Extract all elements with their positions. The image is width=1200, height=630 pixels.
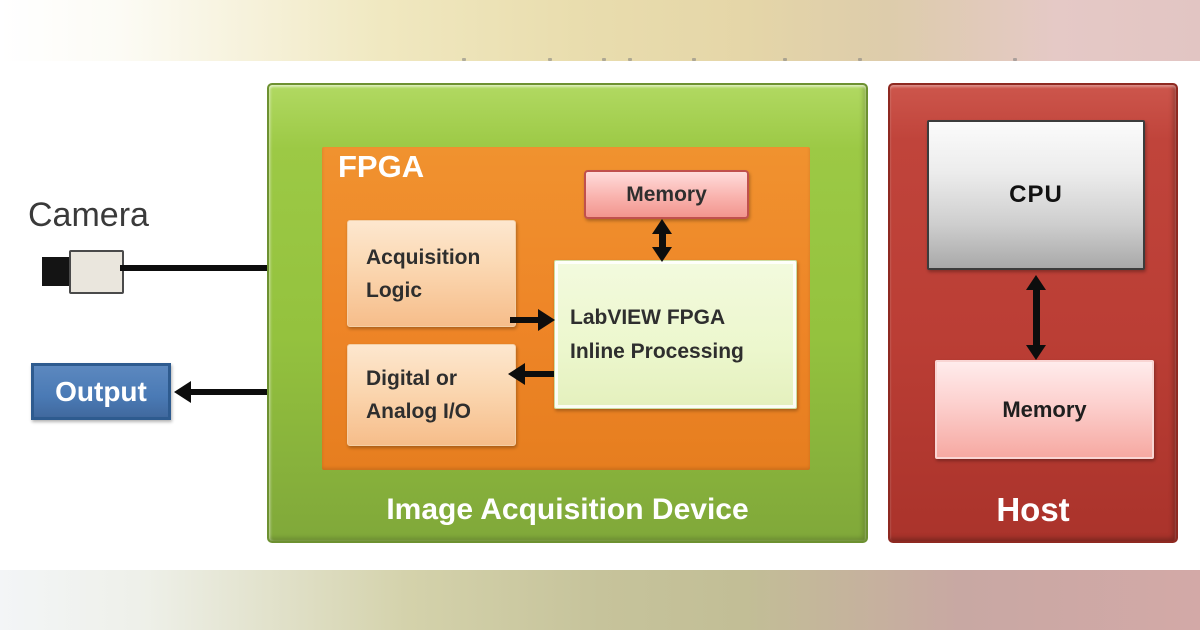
image-acquisition-device-title: Image Acquisition Device (386, 493, 749, 526)
cpu-block: CPU (927, 120, 1145, 270)
fpga-memory-arrow-up-icon (652, 219, 672, 234)
fpga-memory-arrow-line (659, 232, 666, 249)
host-title: Host (996, 491, 1070, 528)
host-memory-block: Memory (935, 360, 1154, 459)
labview-inline-processing-block: LabVIEW FPGA Inline Processing (554, 260, 797, 409)
host-arrow-up-icon (1026, 275, 1046, 290)
fpga-memory-arrow-down-icon (652, 247, 672, 262)
acquisition-logic-block: Acquisition Logic (347, 220, 516, 327)
fpga-to-output-arrowhead-icon (174, 381, 191, 403)
camera-body-icon (69, 250, 124, 294)
host-arrow-down-icon (1026, 345, 1046, 360)
artifact-dot (783, 58, 787, 61)
artifact-dot (858, 58, 862, 61)
fpga-label: FPGA (338, 149, 425, 184)
host-arrow-line (1033, 288, 1040, 347)
artifact-dot (692, 58, 696, 61)
artifact-dot (548, 58, 552, 61)
artifact-dot (1013, 58, 1017, 61)
acq-to-labview-arrow-line (510, 317, 540, 323)
image-acquisition-device-box: FPGA Acquisition Logic Memory LabVIEW FP… (267, 83, 868, 543)
camera-to-fpga-arrow-line (120, 265, 332, 271)
top-gradient-banner (0, 0, 1200, 61)
artifact-dot (462, 58, 466, 61)
camera-label: Camera (28, 196, 149, 234)
output-box: Output (31, 363, 171, 420)
fpga-memory-block: Memory (584, 170, 749, 219)
artifact-dot (628, 58, 632, 61)
labview-to-io-arrow-line (524, 371, 554, 377)
host-memory-label: Memory (1002, 396, 1087, 422)
fpga-panel: FPGA Acquisition Logic Memory LabVIEW FP… (322, 147, 810, 470)
host-box: CPU Memory Host (888, 83, 1178, 543)
digital-analog-io-block: Digital or Analog I/O (347, 344, 516, 446)
output-label: Output (55, 375, 147, 407)
bottom-gradient-banner (0, 570, 1200, 630)
acq-to-labview-arrowhead-icon (538, 309, 555, 331)
cpu-label: CPU (1009, 181, 1063, 208)
artifact-dot (602, 58, 606, 61)
camera-icon (42, 257, 71, 286)
labview-to-io-arrowhead-icon (508, 363, 525, 385)
